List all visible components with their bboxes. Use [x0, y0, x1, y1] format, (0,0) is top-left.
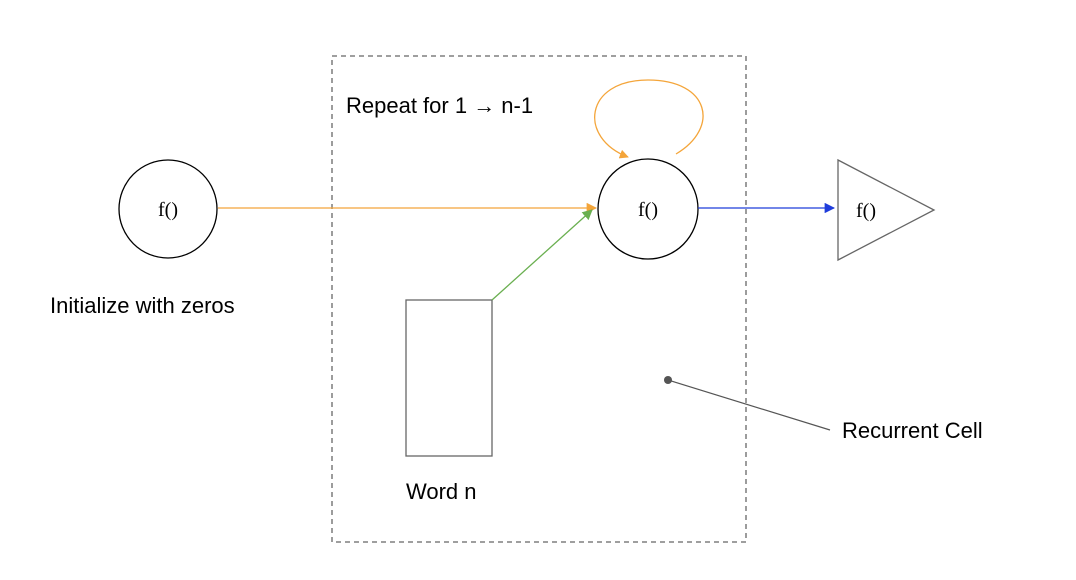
init-node [118, 159, 218, 259]
self-loop-arrow [594, 79, 704, 159]
recurrent-cell-label: Recurrent Cell [842, 418, 983, 443]
repeat-label: Repeat for 1 → n-1 [346, 93, 533, 118]
word-input-box [405, 299, 493, 457]
word-label: Word n [406, 479, 477, 504]
callout-line [667, 379, 831, 431]
cell-node-label: f() [638, 199, 658, 221]
cell-node [597, 158, 699, 260]
init-node-label: f() [158, 199, 178, 221]
init-caption: Initialize with zeros [50, 293, 235, 318]
input-arrow [491, 209, 593, 301]
output-node [837, 158, 936, 262]
output-node-label: f() [856, 200, 876, 222]
recurrent-cell-box [331, 55, 747, 543]
